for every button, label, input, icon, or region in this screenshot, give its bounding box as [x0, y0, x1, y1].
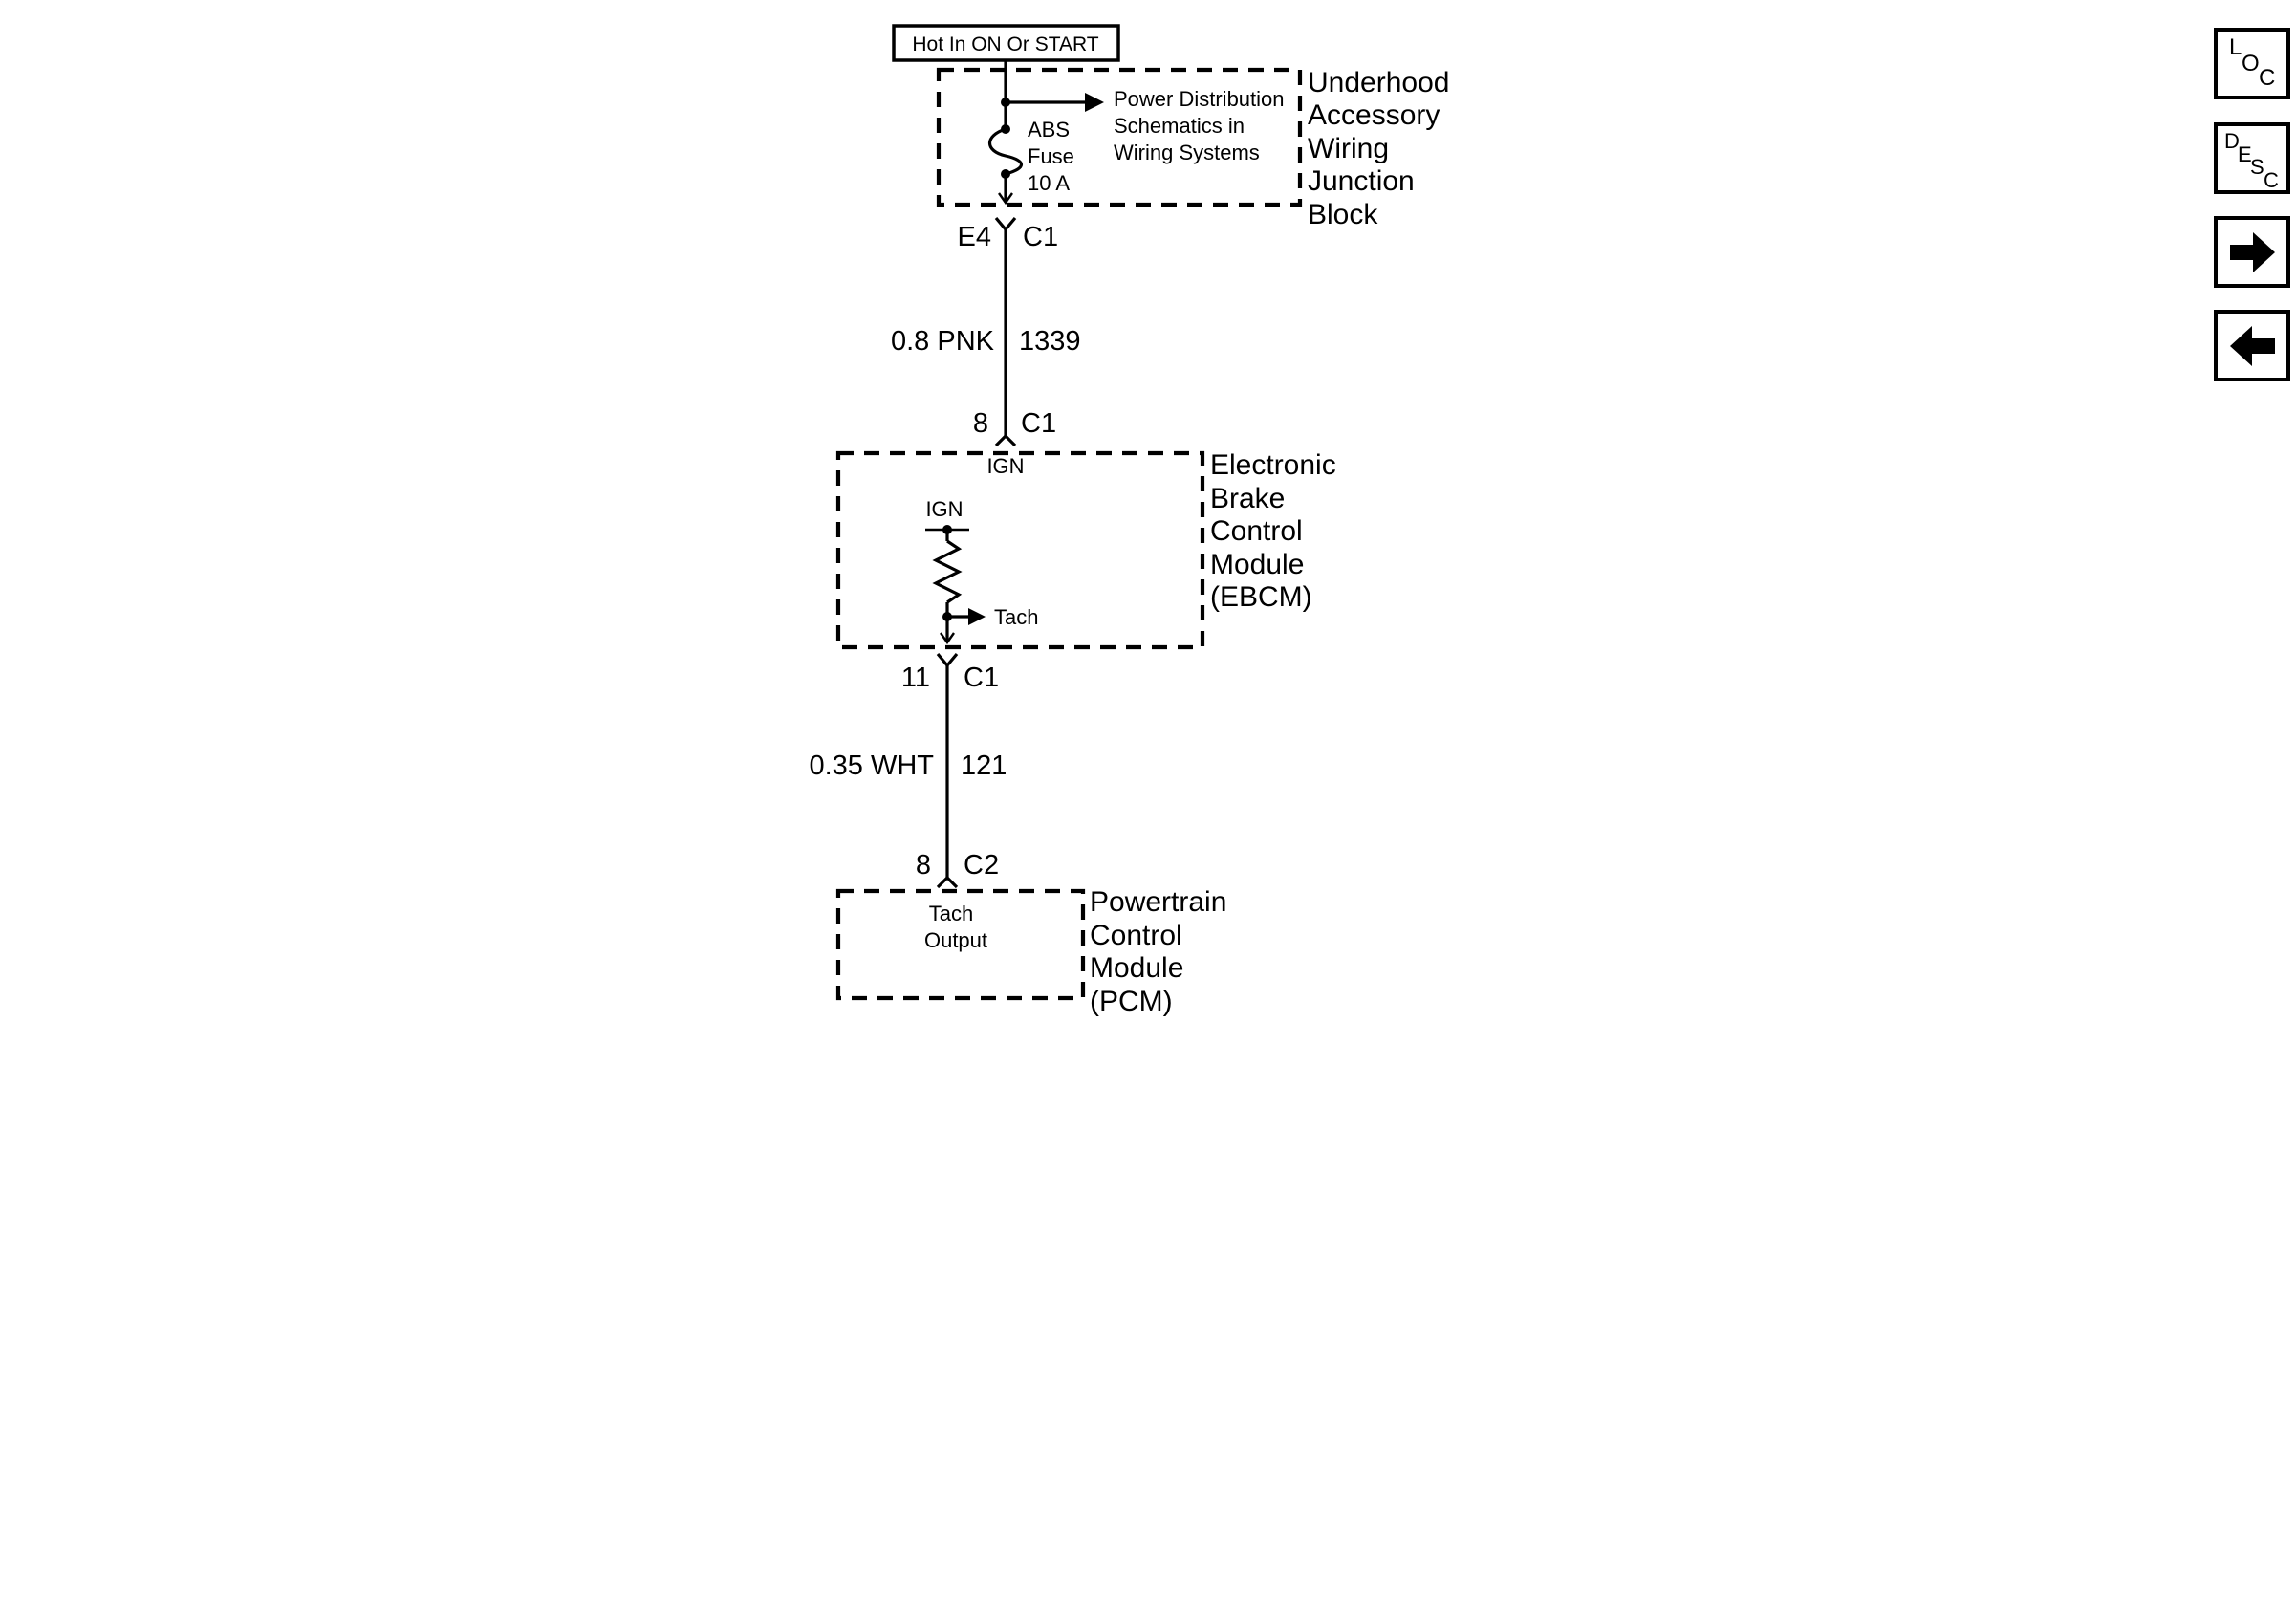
connector-e4-c1: E4 C1 [958, 216, 1058, 252]
power-label: Hot In ON Or START [892, 24, 1120, 62]
ebcm-input-connector: C1 [1021, 408, 1056, 439]
pcm-name-1: Powertrain [1090, 886, 1226, 918]
connector-top-pin: E4 [958, 222, 991, 252]
tach-arrow-icon [968, 608, 986, 625]
desc-glyph-s: S [2250, 155, 2264, 179]
pcm-name-2: Control [1090, 920, 1182, 951]
wire-2-gauge-color: 0.35 WHT [809, 751, 934, 781]
pcm-name-4: (PCM) [1090, 986, 1173, 1017]
pcm-terminal-1: Tach [929, 902, 973, 925]
male-connector-icon [994, 433, 1017, 447]
wire-2-circuit: 121 [961, 751, 1007, 781]
arrow-right-icon [2230, 232, 2275, 272]
loc-glyph-l: L [2229, 34, 2242, 60]
connector-ebcm-input: 8 C1 IGN [973, 408, 1056, 478]
power-distribution-arrow-icon [1085, 93, 1104, 112]
loc-button[interactable]: L O C [2214, 28, 2290, 99]
ebcm-input-pin: 8 [973, 408, 988, 439]
male-connector-icon [936, 875, 959, 889]
wire-1-circuit: 1339 [1019, 326, 1081, 357]
wire-1-gauge-color: 0.8 PNK [891, 326, 995, 357]
ebcm-name-3: Control [1210, 515, 1303, 547]
loc-glyph-c: C [2259, 65, 2275, 91]
pcm-terminal-2: Output [924, 928, 987, 952]
junction-block-name-3: Wiring [1308, 133, 1389, 164]
pcm-input-pin: 8 [916, 850, 931, 881]
desc-glyph-e: E [2238, 142, 2252, 166]
pcm-input-connector: C2 [964, 850, 999, 881]
loc-glyph-o: O [2242, 51, 2260, 76]
reference-line-3: Wiring Systems [1114, 141, 1260, 164]
back-button[interactable] [2214, 310, 2290, 381]
ebcm-outline [835, 450, 1205, 650]
junction-block-name-2: Accessory [1308, 99, 1440, 131]
ebcm-ign-label: IGN [925, 497, 963, 521]
ebcm-output-connector: C1 [964, 663, 999, 693]
junction-block-name-1: Underhood [1308, 67, 1449, 98]
connector-top-id: C1 [1023, 222, 1058, 252]
connector-ebcm-output: 11 C1 [901, 652, 999, 693]
female-connector-icon [936, 652, 959, 668]
reference-line-1: Power Distribution [1114, 87, 1285, 111]
pcm-outline [835, 888, 1086, 1001]
connector-pcm-input: 8 C2 [916, 850, 999, 889]
fuse-label-2: Fuse [1028, 144, 1074, 168]
ebcm-name-1: Electronic [1210, 449, 1336, 481]
reference-line-2: Schematics in [1114, 114, 1245, 138]
ebcm-output-pin: 11 [901, 663, 930, 693]
ebcm-module: IGN Tach Electronic Brake Control Module… [835, 449, 1336, 650]
junction-block-name-5: Block [1308, 199, 1378, 230]
junction-block-outline [936, 67, 1303, 207]
abs-fuse-icon [987, 127, 1024, 176]
fuse-label-3: 10 A [1028, 171, 1070, 195]
underhood-junction-block: ABS Fuse 10 A Power Distribution Schemat… [936, 60, 1449, 230]
desc-button[interactable]: D E S C [2214, 122, 2290, 194]
junction-block-name-4: Junction [1308, 165, 1415, 197]
power-label-text: Hot In ON Or START [912, 33, 1098, 55]
ebcm-name-4: Module [1210, 549, 1304, 580]
fuse-current-arrow-icon [998, 192, 1013, 206]
desc-glyph-d: D [2224, 129, 2240, 153]
ebcm-input-terminal: IGN [986, 454, 1024, 478]
wire-1339: 0.8 PNK 1339 [891, 229, 1081, 436]
resistor-icon [932, 539, 963, 604]
pcm-name-3: Module [1090, 952, 1183, 984]
fuse-label-1: ABS [1028, 118, 1070, 141]
arrow-left-icon [2230, 326, 2275, 366]
desc-glyph-c: C [2264, 168, 2279, 192]
ebcm-name-2: Brake [1210, 483, 1285, 514]
ebcm-tach-label: Tach [994, 605, 1038, 629]
wire-121: 0.35 WHT 121 [809, 665, 1007, 878]
female-connector-icon [994, 216, 1017, 232]
ebcm-name-5: (EBCM) [1210, 581, 1312, 613]
forward-button[interactable] [2214, 216, 2290, 288]
pcm-module: Tach Output Powertrain Control Module (P… [835, 886, 1226, 1017]
